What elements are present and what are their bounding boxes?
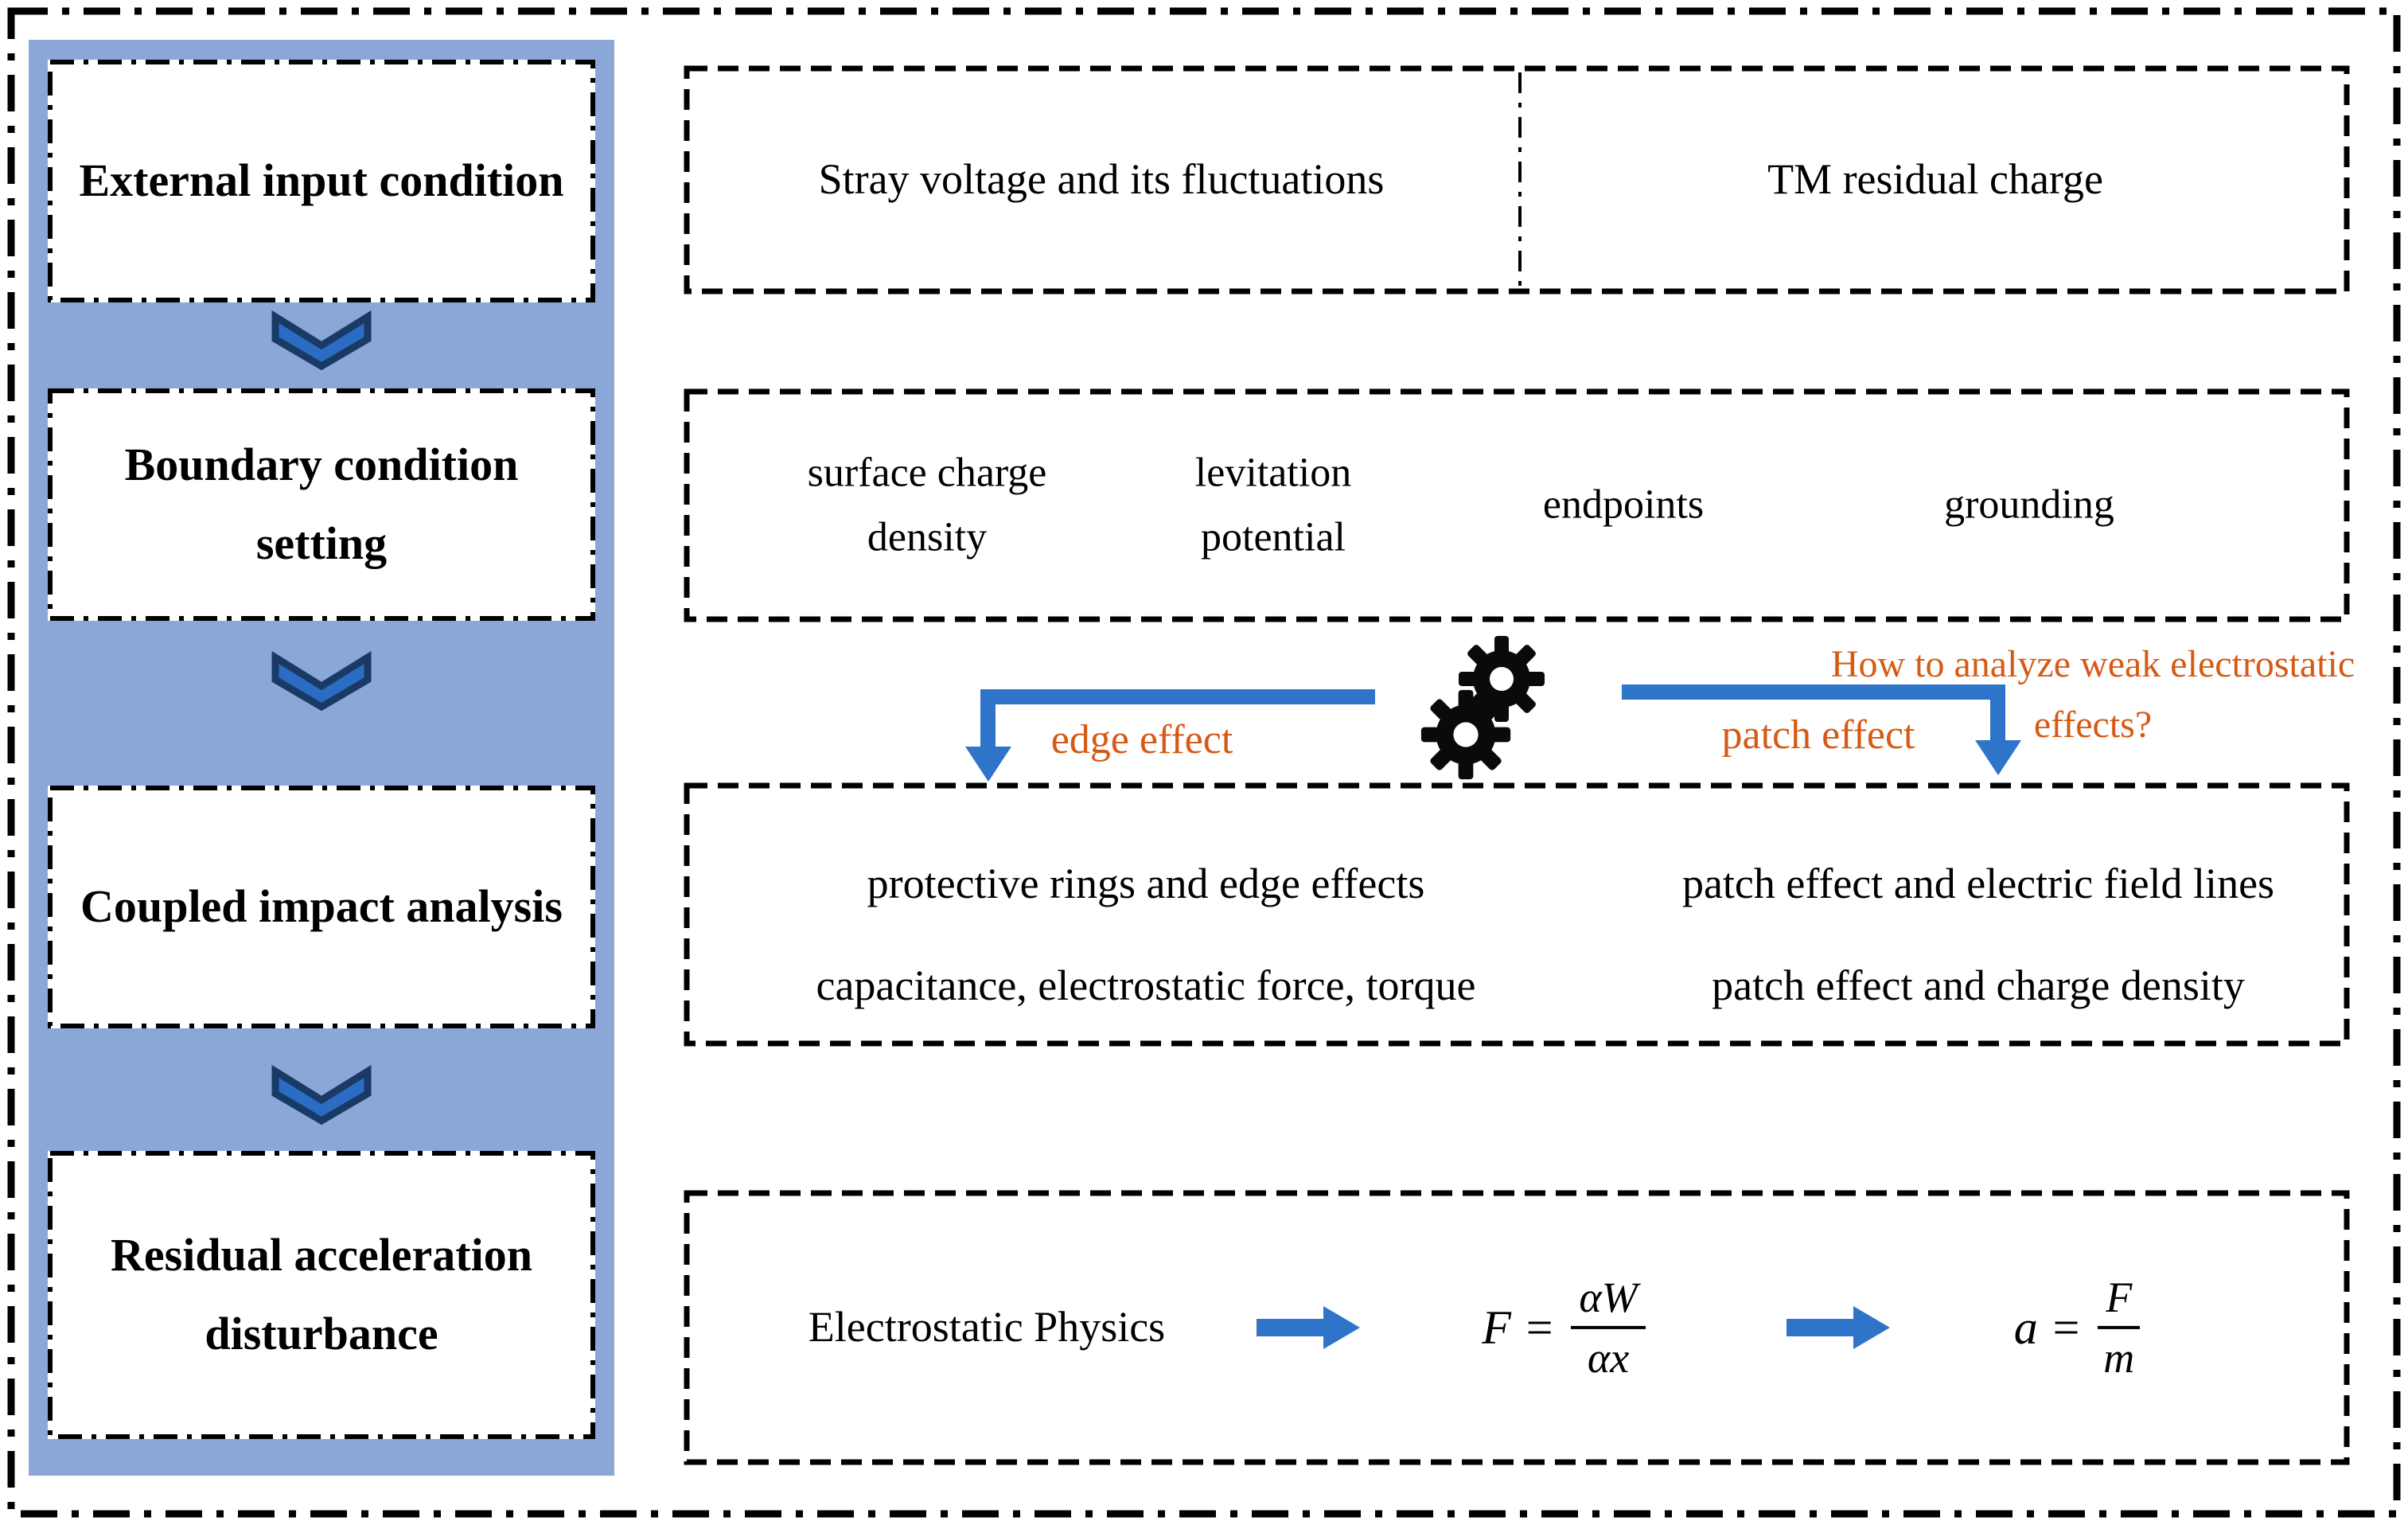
patch-connector-line <box>1622 684 2005 700</box>
fraction-denominator: m <box>2103 1334 2135 1382</box>
edge-effect-label: edge effect <box>1050 717 1233 762</box>
surface-charge-density-label: surface charge density <box>807 450 1047 560</box>
tm-residual-charge-label: TM residual charge <box>1767 155 2103 204</box>
step-box-external-input: External input condition <box>48 60 595 302</box>
formula-fraction: F m <box>2098 1273 2141 1383</box>
capacitance-force-torque-label: capacitance, electrostatic force, torque <box>816 961 1476 1009</box>
step-label: Boundary condition setting <box>124 439 519 569</box>
question-line2: effects? <box>2033 703 2153 746</box>
input-conditions-box: Stray voltage and its fluctuations TM re… <box>684 65 2350 294</box>
gears-icon <box>1420 636 1545 780</box>
step-label: External input condition <box>79 154 564 207</box>
question-text: How to analyze weak electrostatic effect… <box>1802 642 2383 747</box>
arrow-bar <box>1257 1319 1323 1336</box>
arrow-bar <box>1787 1319 1853 1336</box>
arrow-head <box>1323 1306 1360 1349</box>
fraction-denominator: αx <box>1587 1334 1630 1382</box>
down-arrow-icon <box>1975 740 2021 775</box>
formula-lhs: F = <box>1482 1301 1556 1354</box>
chevron-down-icon <box>271 651 372 712</box>
edge-connector-line <box>980 689 996 748</box>
boundary-settings-box: surface charge density levitation potent… <box>684 388 2350 622</box>
process-panel: External input condition Boundary condit… <box>29 40 614 1476</box>
endpoints-label: endpoints <box>1542 482 1705 528</box>
coupled-analysis-box: protective rings and edge effects patch … <box>684 782 2350 1047</box>
force-formula: F = αW αx <box>1444 1273 1683 1383</box>
cell-divider <box>1518 72 1522 287</box>
result-box: Electrostatic Physics F = αW αx a = F m <box>684 1190 2350 1465</box>
chevron-down-icon <box>271 1065 372 1125</box>
acceleration-formula: a = F m <box>1958 1273 2196 1383</box>
step-label: Residual acceleration disturbance <box>111 1229 532 1359</box>
step-box-boundary-condition: Boundary condition setting <box>48 388 595 621</box>
patch-charge-density-label: patch effect and charge density <box>1712 961 2245 1009</box>
arrow-head <box>1853 1306 1890 1349</box>
step-box-coupled-impact: Coupled impact analysis <box>48 786 595 1028</box>
protective-rings-label: protective rings and edge effects <box>867 860 1425 907</box>
stray-voltage-label: Stray voltage and its fluctuations <box>818 155 1385 204</box>
patch-effect-label: patch effect <box>1721 712 1915 758</box>
question-line1: How to analyze weak electrostatic <box>1830 643 2355 685</box>
levitation-potential-label: levitation potential <box>1194 450 1352 560</box>
right-arrow-icon <box>1257 1306 1360 1349</box>
patch-field-lines-label: patch effect and electric field lines <box>1681 860 2275 907</box>
right-arrow-icon <box>1787 1306 1890 1349</box>
fraction-numerator: αW <box>1571 1273 1646 1329</box>
patch-connector-line <box>1990 684 2005 742</box>
step-label: Coupled impact analysis <box>80 880 563 933</box>
chevron-down-icon <box>271 310 372 371</box>
formula-lhs: a = <box>2013 1301 2083 1354</box>
edge-connector-line <box>980 689 1375 704</box>
formula-fraction: αW αx <box>1571 1273 1646 1383</box>
step-box-residual-acceleration: Residual acceleration disturbance <box>48 1151 595 1439</box>
grounding-label: grounding <box>1944 482 2114 528</box>
fraction-numerator: F <box>2098 1273 2141 1329</box>
electrostatic-physics-label: Electrostatic Physics <box>808 1303 1166 1351</box>
down-arrow-icon <box>965 747 1011 782</box>
